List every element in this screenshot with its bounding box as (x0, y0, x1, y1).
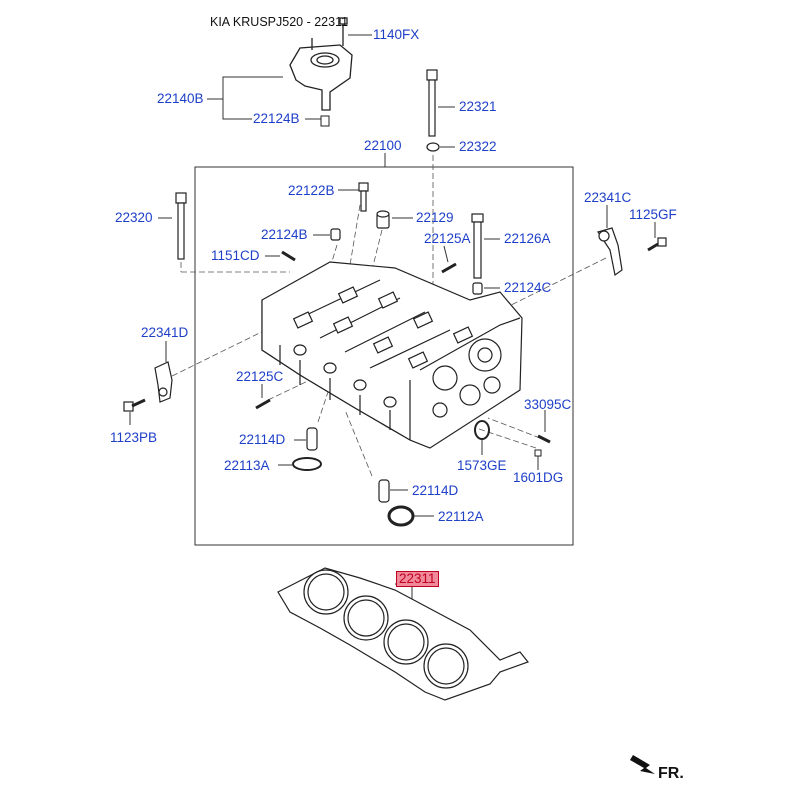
part-label-22112A[interactable]: 22112A (438, 509, 484, 524)
part-label-22114D-b[interactable]: 22114D (412, 483, 459, 498)
bolt-22320 (175, 192, 187, 260)
part-label-22113A[interactable]: 22113A (224, 458, 270, 473)
part-label-22321[interactable]: 22321 (459, 99, 497, 114)
part-label-1601DG[interactable]: 1601DG (513, 470, 564, 485)
part-label-22341C[interactable]: 22341C (584, 190, 632, 205)
washer-22322 (426, 142, 440, 152)
front-direction-arrow-icon (630, 755, 655, 774)
cylinder-head-22100 (261, 261, 523, 449)
part-label-22311-highlighted[interactable]: 22311 (396, 571, 439, 587)
diagram-title: KIA KRUSPJ520 - 22311 (210, 15, 349, 29)
part-label-22140B[interactable]: 22140B (157, 91, 204, 106)
part-label-22125A[interactable]: 22125A (424, 231, 471, 246)
part-label-22125C[interactable]: 22125C (236, 369, 284, 384)
part-label-22341D[interactable]: 22341D (141, 325, 189, 340)
part-label-22124C[interactable]: 22124C (504, 280, 552, 295)
bolt-22321 (426, 69, 438, 137)
part-label-1151CD[interactable]: 1151CD (211, 248, 260, 263)
part-label-22100[interactable]: 22100 (364, 138, 402, 153)
part-label-22129[interactable]: 22129 (416, 210, 454, 225)
part-label-22122B[interactable]: 22122B (288, 183, 335, 198)
part-label-1573GE[interactable]: 1573GE (457, 458, 507, 473)
part-label-22114D[interactable]: 22114D (239, 432, 286, 447)
assembly-frame (194, 166, 574, 546)
part-label-22322[interactable]: 22322 (459, 139, 497, 154)
part-label-1125GF[interactable]: 1125GF (629, 207, 677, 222)
part-label-22124B-mid[interactable]: 22124B (261, 227, 308, 242)
part-label-22320[interactable]: 22320 (115, 210, 153, 225)
part-label-33095C[interactable]: 33095C (524, 397, 572, 412)
bracket-22140B (289, 17, 353, 111)
part-label-22126A[interactable]: 22126A (504, 231, 551, 246)
head-gasket-22311 (277, 567, 529, 701)
part-label-1140FX[interactable]: 1140FX (373, 27, 420, 42)
part-label-22124B[interactable]: 22124B (253, 111, 300, 126)
front-direction-label: FR. (658, 765, 684, 782)
part-label-1123PB[interactable]: 1123PB (110, 430, 158, 445)
